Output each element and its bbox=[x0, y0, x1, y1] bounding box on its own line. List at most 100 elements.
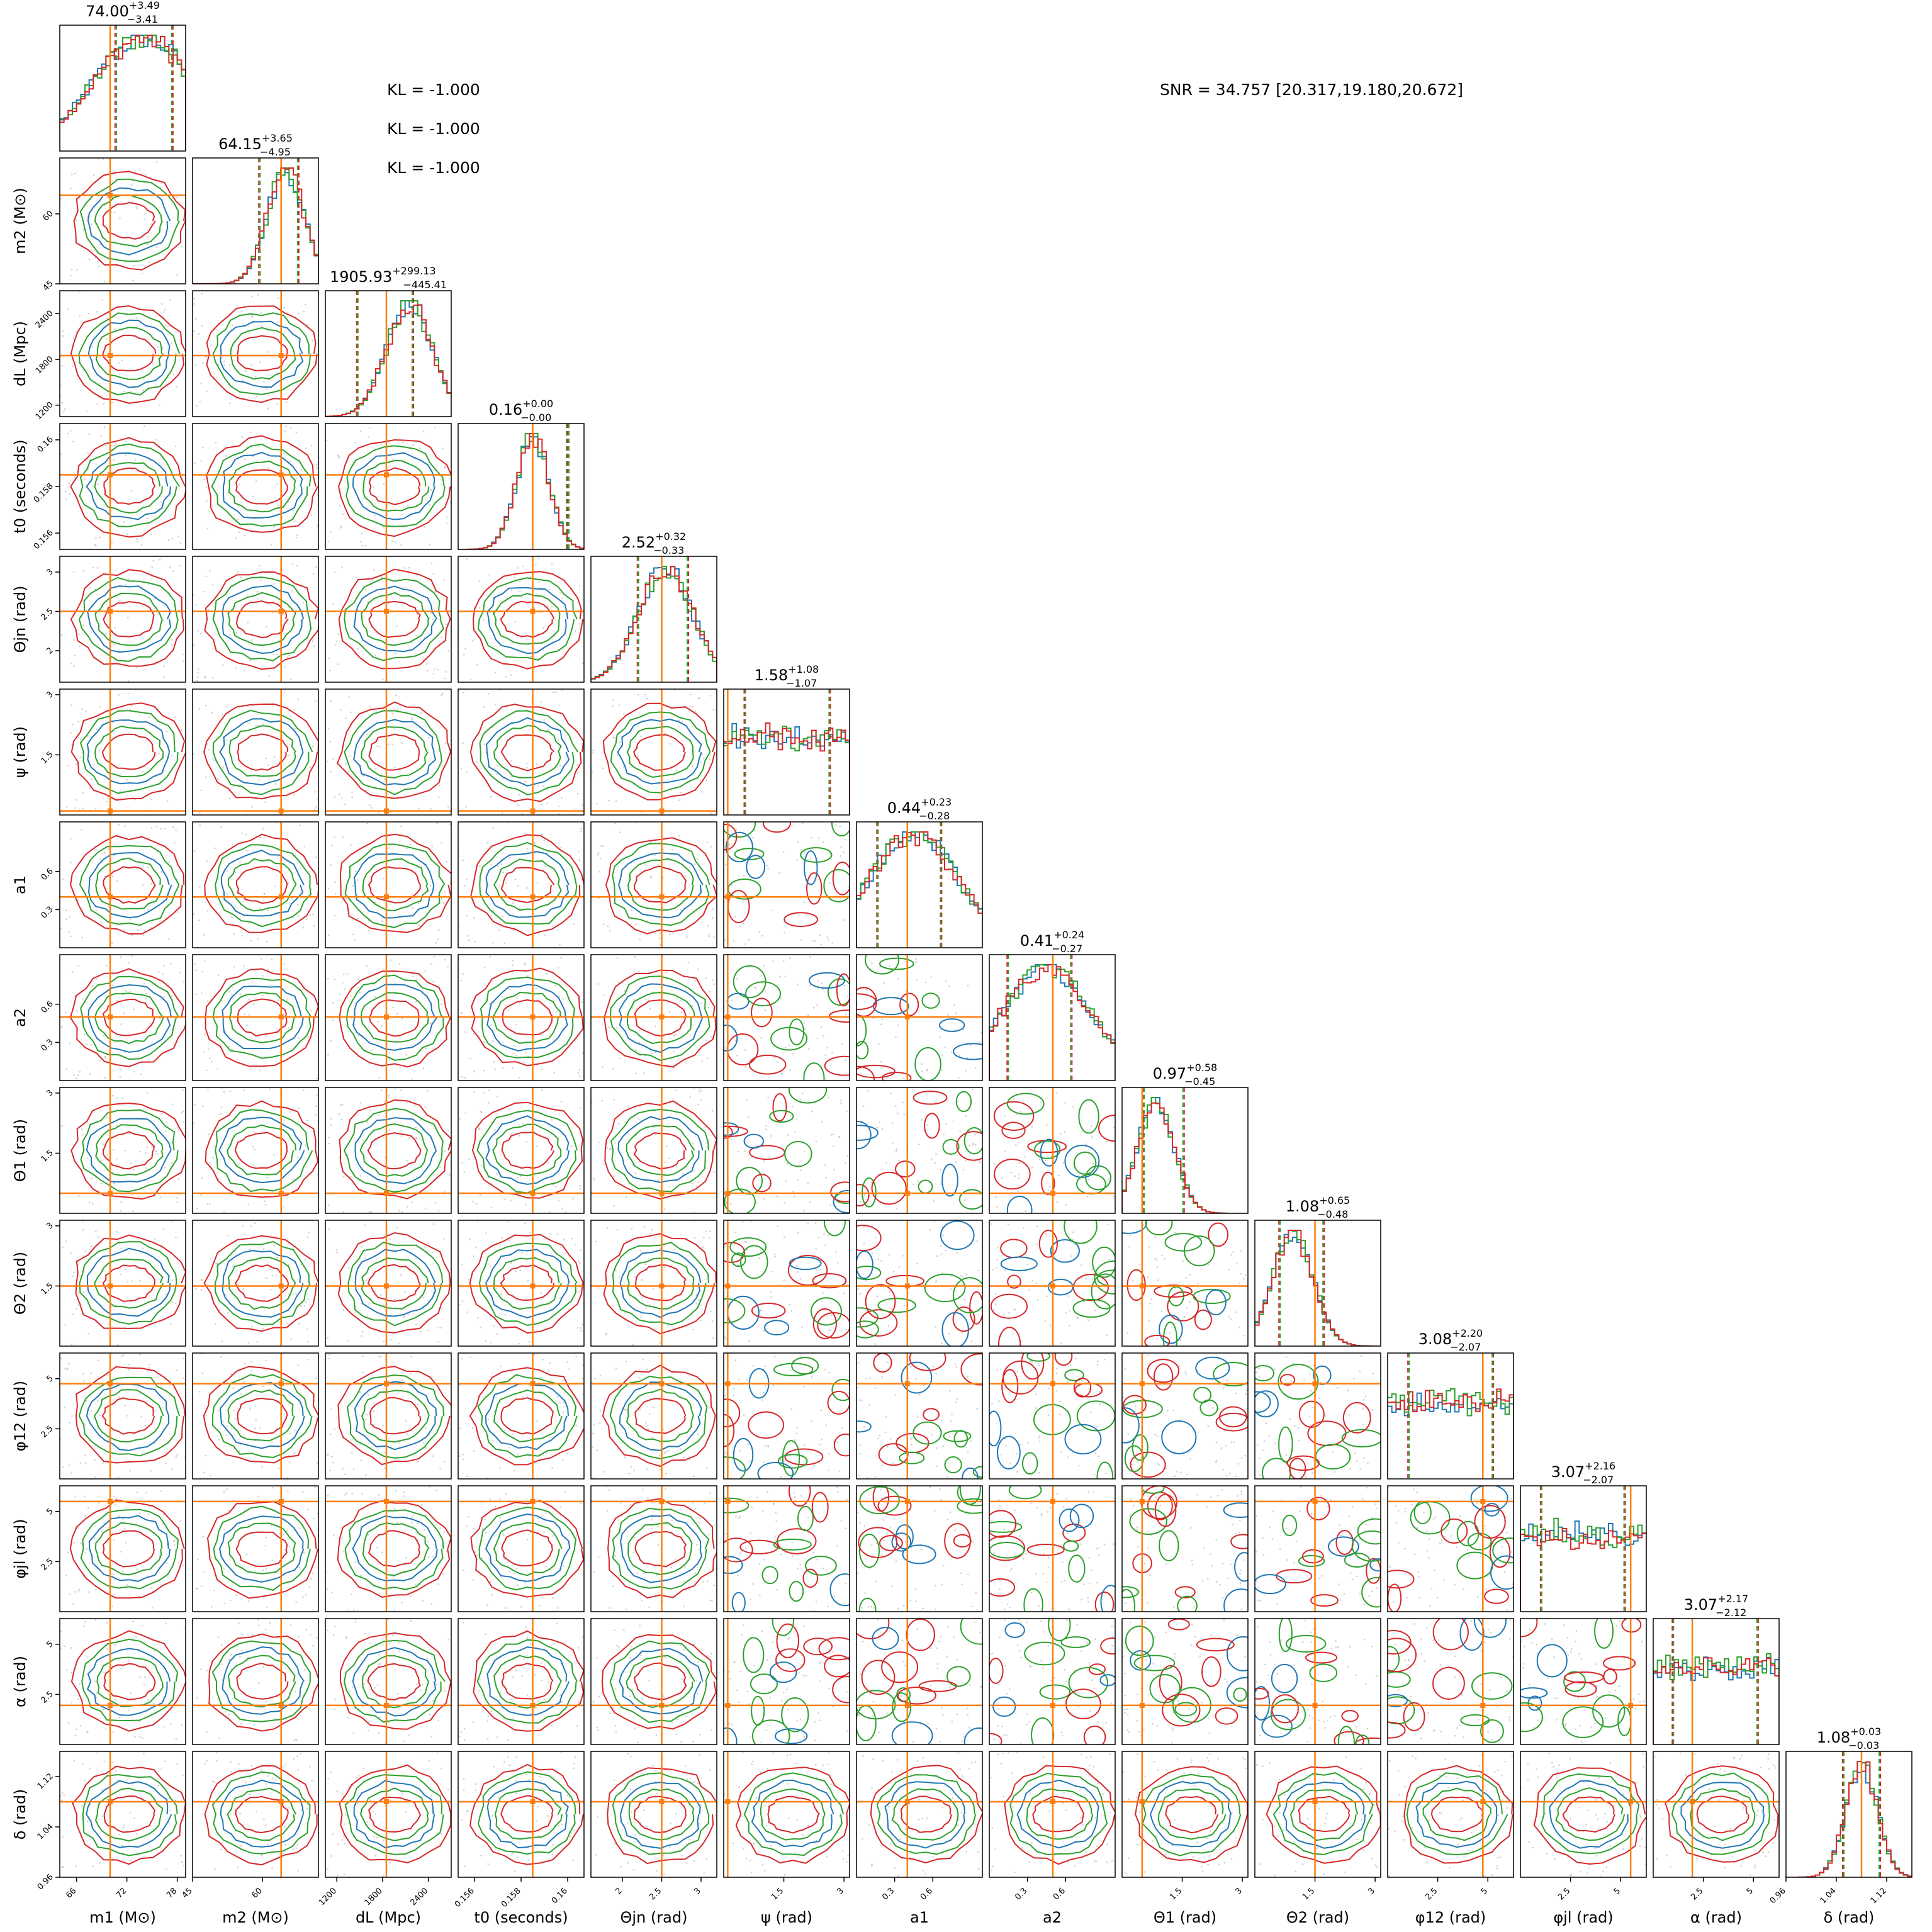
truth-marker bbox=[383, 894, 389, 900]
sample-point bbox=[1450, 1535, 1452, 1537]
sample-point bbox=[581, 1378, 584, 1379]
contour-line bbox=[206, 305, 318, 403]
contour-line bbox=[739, 1539, 779, 1554]
sample-point bbox=[1070, 1255, 1072, 1257]
sample-point bbox=[547, 728, 549, 731]
sample-point bbox=[1292, 1362, 1295, 1365]
sample-point bbox=[738, 1378, 740, 1381]
sample-point bbox=[597, 853, 599, 856]
sample-point bbox=[146, 1146, 149, 1149]
sample-point bbox=[447, 806, 449, 808]
sample-point bbox=[1155, 1496, 1157, 1498]
sample-point bbox=[929, 1486, 931, 1488]
sample-point bbox=[840, 855, 842, 857]
sample-point bbox=[82, 1229, 84, 1231]
sample-point bbox=[883, 1519, 885, 1521]
sample-point bbox=[710, 1036, 712, 1038]
sample-point bbox=[1154, 1434, 1157, 1436]
sample-point bbox=[395, 541, 396, 543]
contour-line bbox=[743, 1133, 764, 1149]
sample-point bbox=[138, 1512, 141, 1514]
sample-point bbox=[206, 1203, 209, 1205]
sample-point bbox=[100, 921, 103, 924]
sample-point bbox=[942, 1445, 944, 1447]
sample-point bbox=[734, 1231, 736, 1233]
panel-frame bbox=[723, 688, 850, 816]
sample-point bbox=[867, 1089, 868, 1092]
contour-line bbox=[729, 1237, 767, 1257]
sample-point bbox=[939, 1036, 941, 1038]
sample-point bbox=[352, 1609, 355, 1611]
sample-point bbox=[74, 1495, 76, 1497]
sample-point bbox=[312, 745, 314, 747]
sample-point bbox=[508, 1239, 510, 1242]
contour-line bbox=[952, 1306, 975, 1332]
contour-line bbox=[727, 1295, 760, 1330]
sample-point bbox=[1079, 1543, 1082, 1545]
sample-point bbox=[680, 999, 682, 1002]
sample-point bbox=[765, 1125, 767, 1127]
sample-point bbox=[536, 763, 538, 765]
sample-point bbox=[1310, 1390, 1312, 1392]
truth-marker bbox=[1050, 1283, 1056, 1289]
sample-point bbox=[159, 558, 161, 561]
sample-point bbox=[702, 1246, 704, 1249]
sample-point bbox=[840, 1520, 843, 1522]
sample-point bbox=[148, 261, 150, 263]
contour-line bbox=[1361, 1576, 1381, 1608]
sample-point bbox=[170, 962, 172, 965]
contour-panel-5-0: 1.53ψ (rad) bbox=[11, 688, 186, 816]
sample-point bbox=[873, 1607, 875, 1609]
contour-line bbox=[501, 1529, 554, 1567]
contour-line bbox=[211, 443, 312, 527]
sample-point bbox=[211, 584, 214, 586]
sample-point bbox=[344, 1494, 346, 1496]
sample-point bbox=[421, 1503, 423, 1506]
sample-point bbox=[174, 842, 176, 844]
contour-line bbox=[368, 1530, 420, 1568]
sample-point bbox=[255, 725, 257, 727]
contour-panel-6-3 bbox=[458, 821, 585, 948]
sample-point bbox=[1257, 1368, 1260, 1370]
sample-point bbox=[60, 198, 62, 199]
sample-point bbox=[82, 369, 84, 371]
sample-point bbox=[460, 1012, 463, 1014]
sample-point bbox=[308, 1231, 310, 1233]
sample-point bbox=[113, 644, 115, 646]
sample-point bbox=[502, 915, 504, 917]
contour-line bbox=[1085, 1165, 1112, 1191]
sample-point bbox=[243, 1089, 245, 1091]
truth-marker bbox=[383, 1191, 389, 1196]
sample-point bbox=[394, 767, 396, 769]
contour-line bbox=[773, 1362, 814, 1376]
sample-point bbox=[255, 480, 257, 482]
sample-point bbox=[863, 1242, 865, 1245]
sample-point bbox=[439, 1468, 441, 1470]
sample-point bbox=[773, 1057, 775, 1059]
sample-point bbox=[999, 1505, 1001, 1507]
sample-point bbox=[84, 1552, 86, 1554]
sample-point bbox=[179, 542, 182, 544]
sample-point bbox=[411, 1045, 413, 1047]
truth-marker bbox=[1312, 1381, 1318, 1386]
sample-point bbox=[96, 311, 98, 313]
sample-point bbox=[461, 1300, 464, 1302]
sample-point bbox=[941, 1054, 943, 1057]
sample-point bbox=[1351, 1578, 1354, 1581]
sample-point bbox=[799, 1099, 802, 1101]
sample-point bbox=[1186, 1306, 1188, 1309]
sample-point bbox=[267, 408, 269, 410]
sample-point bbox=[709, 695, 712, 697]
panel-frame bbox=[856, 821, 983, 948]
contour-line bbox=[940, 1220, 975, 1250]
contour-panel-9-2 bbox=[325, 1220, 452, 1347]
contour-line bbox=[102, 1264, 156, 1302]
contour-line bbox=[1098, 1115, 1115, 1142]
sample-point bbox=[1064, 1131, 1066, 1133]
sample-point bbox=[60, 453, 62, 456]
sample-point bbox=[1211, 1565, 1213, 1567]
sample-point bbox=[171, 1162, 173, 1164]
sample-point bbox=[1136, 1529, 1138, 1530]
contour-line bbox=[953, 1277, 982, 1314]
sample-point bbox=[503, 1534, 505, 1537]
